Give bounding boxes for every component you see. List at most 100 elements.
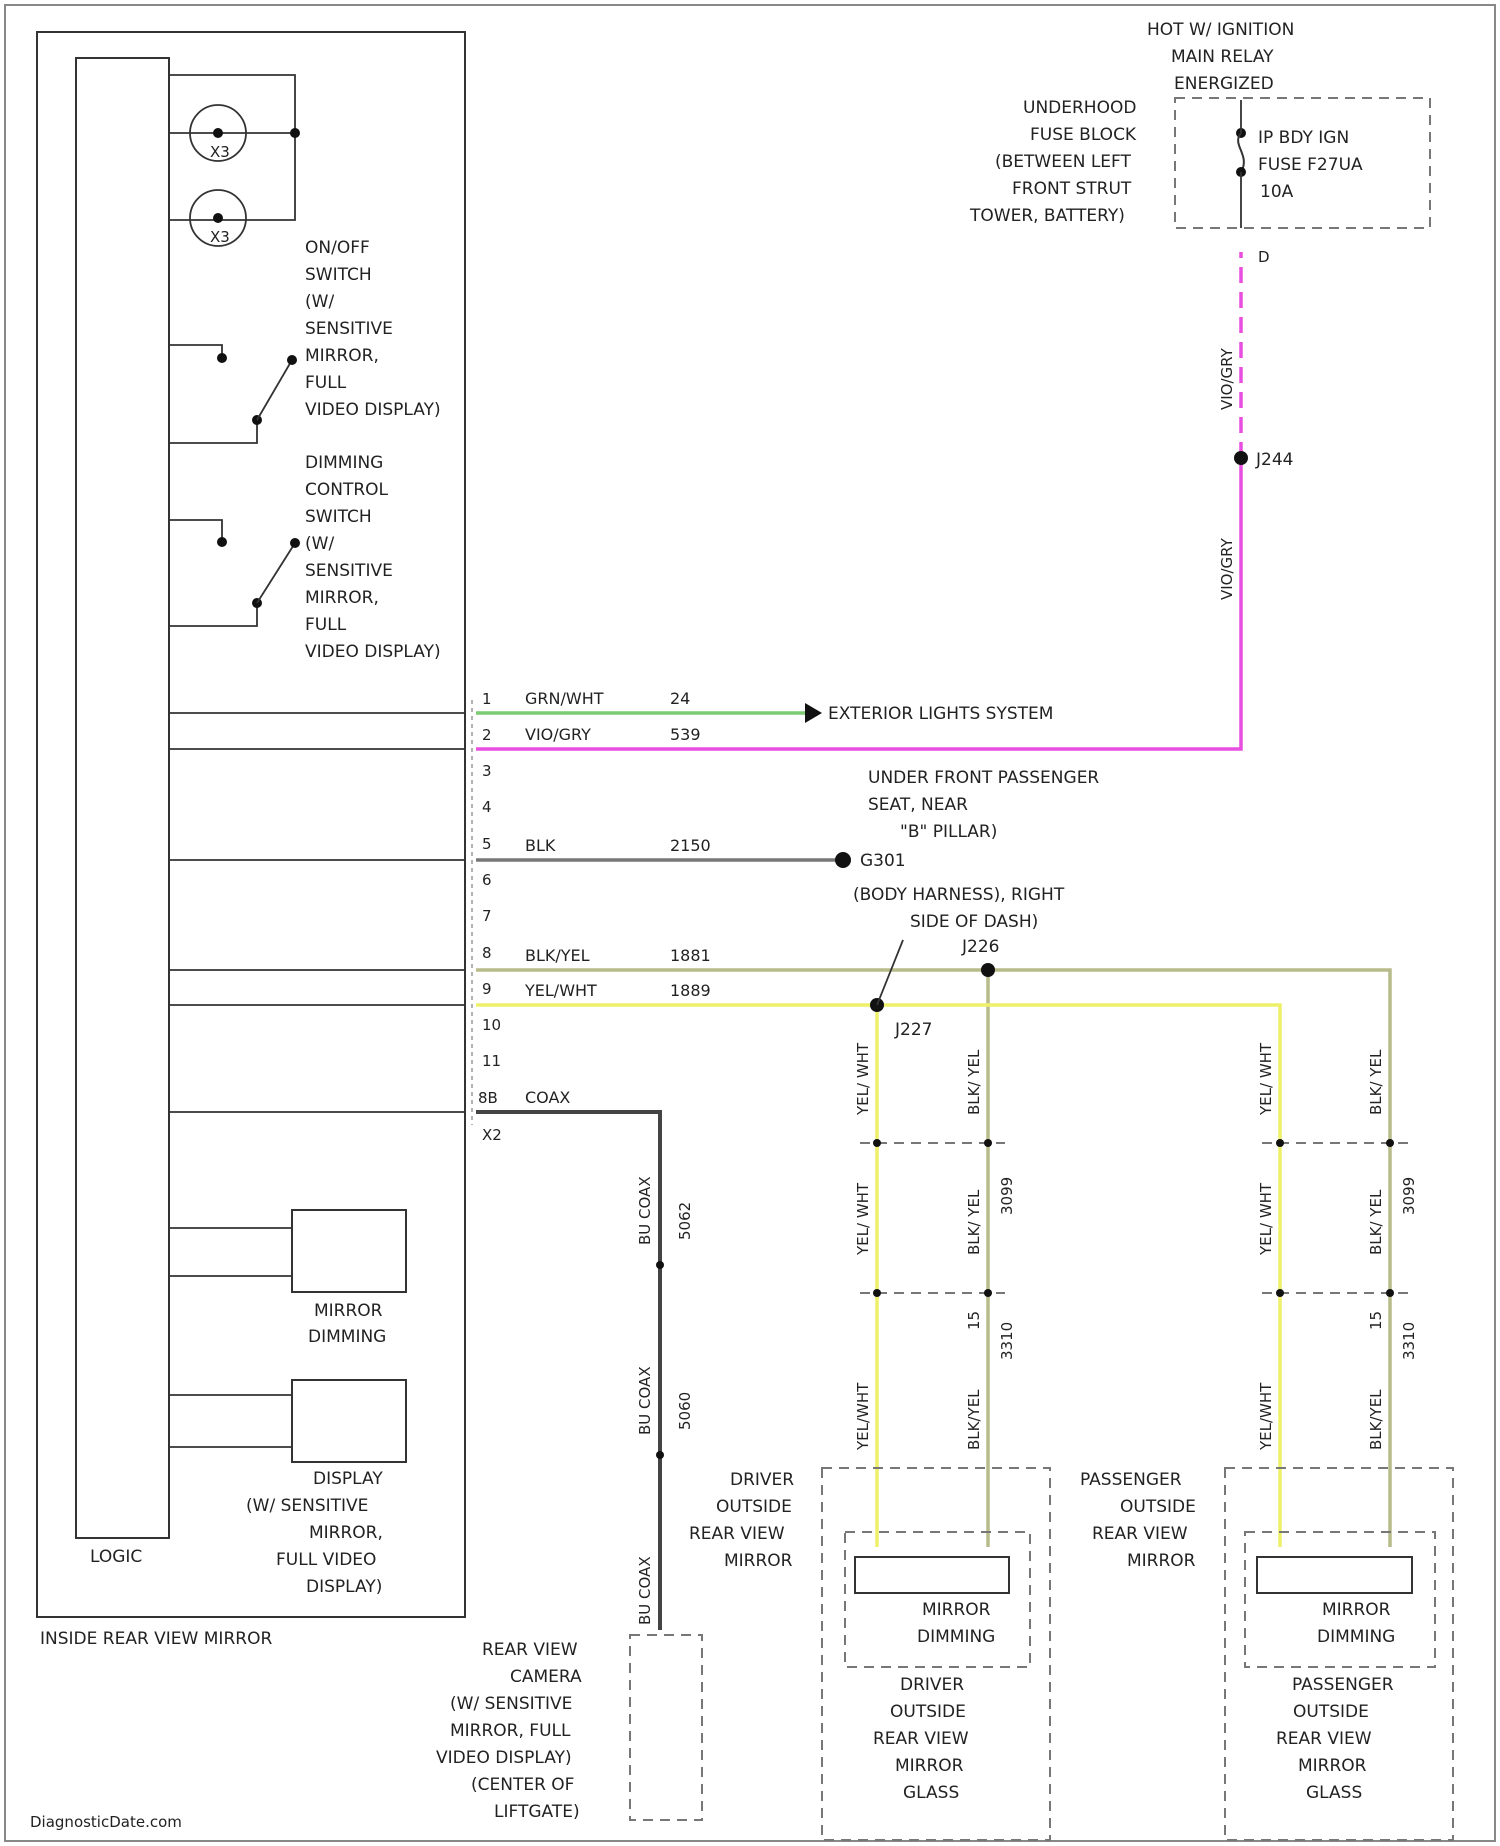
- logic-label: LOGIC: [90, 1547, 142, 1567]
- switch-label-line: ON/OFF: [305, 238, 370, 258]
- arrow-icon: [805, 703, 822, 723]
- wire-circuit-label: 2150: [670, 836, 711, 855]
- dimming-switch: DIMMING CONTROL SWITCH (W/ SENSITIVE MIR…: [169, 453, 441, 662]
- passenger-inner-label: MIRROR: [1322, 1600, 1391, 1620]
- fuse-location: FRONT STRUT: [1012, 179, 1132, 199]
- passenger-glass-label: OUTSIDE: [1293, 1702, 1369, 1722]
- switch-label-line: FULL: [305, 615, 347, 635]
- wire-blk: BLK 2150 G301 UNDER FRONT PASSENGER SEAT…: [476, 768, 1099, 871]
- pin-number: 10: [482, 1016, 501, 1034]
- vertical-wire-label: 3310: [1400, 1322, 1418, 1360]
- fuse-name: 10A: [1260, 182, 1294, 202]
- display-label: DISPLAY): [306, 1577, 382, 1597]
- splice-label: J226: [961, 937, 999, 957]
- display-label: DISPLAY: [313, 1469, 383, 1489]
- driver-glass-label: GLASS: [903, 1783, 959, 1803]
- pin-number: 7: [482, 907, 492, 925]
- logic-box: [76, 58, 169, 1538]
- ground-location: SEAT, NEAR: [868, 795, 968, 815]
- pin-number: 11: [482, 1052, 501, 1070]
- vertical-wire-label: YEL/ WHT: [854, 1182, 872, 1256]
- vertical-wire-label: 15: [1367, 1311, 1385, 1330]
- camera-label: (CENTER OF: [471, 1775, 574, 1795]
- driver-inner-label: MIRROR: [922, 1600, 991, 1620]
- watermark: DiagnosticDate.com: [30, 1813, 182, 1831]
- vertical-wire-label: 5062: [676, 1202, 694, 1240]
- mirror-dimming-block: MIRROR DIMMING: [169, 1210, 406, 1347]
- wire-coax: COAX BU COAX 5062 BU COAX 5060 BU COAX R…: [436, 1088, 702, 1822]
- fuse-location: (BETWEEN LEFT: [995, 152, 1132, 172]
- vertical-wire-label: YEL/WHT: [1257, 1382, 1275, 1451]
- driver-glass-label: MIRROR: [895, 1756, 964, 1776]
- fuse-location: FUSE BLOCK: [1030, 125, 1137, 145]
- pin-number: 4: [482, 798, 492, 816]
- vertical-wire-label: 5060: [676, 1392, 694, 1430]
- exterior-lights-label: EXTERIOR LIGHTS SYSTEM: [828, 704, 1053, 724]
- switch-label-line: (W/: [305, 534, 334, 554]
- vertical-wire-label: 3310: [998, 1322, 1016, 1360]
- switch-label-line: CONTROL: [305, 480, 389, 500]
- driver-mirror-label: OUTSIDE: [716, 1497, 792, 1517]
- wire-color-label: BLK/YEL: [525, 946, 590, 965]
- camera-label: VIDEO DISPLAY): [436, 1748, 572, 1768]
- switch-label-line: (W/: [305, 292, 334, 312]
- passenger-glass-label: GLASS: [1306, 1783, 1362, 1803]
- fuse-block: D HOT W/ IGNITION MAIN RELAY ENERGIZED U…: [969, 20, 1430, 266]
- vertical-wire-label: BLK/ YEL: [1367, 1049, 1385, 1115]
- leg-labels: YEL/ WHT BLK/ YEL YEL/ WHT BLK/ YEL 3099…: [854, 1042, 1418, 1451]
- passenger-mirror-label: MIRROR: [1127, 1551, 1196, 1571]
- vertical-wire-label: BU COAX: [636, 1556, 654, 1625]
- fuse-location: TOWER, BATTERY): [969, 206, 1125, 226]
- vertical-wire-label: BLK/ YEL: [965, 1049, 983, 1115]
- vertical-wire-label: BU COAX: [636, 1176, 654, 1245]
- onoff-switch: ON/OFF SWITCH (W/ SENSITIVE MIRROR, FULL…: [169, 238, 441, 443]
- wire-color-label: VIO/GRY: [525, 725, 591, 744]
- wire-circuit-label: 1881: [670, 946, 711, 965]
- indicator-label: X3: [210, 228, 230, 246]
- vertical-wire-label: BU COAX: [636, 1366, 654, 1435]
- fuse-location: UNDERHOOD: [1023, 98, 1136, 118]
- passenger-inner-label: DIMMING: [1317, 1627, 1395, 1647]
- switch-label-line: SENSITIVE: [305, 319, 393, 339]
- driver-mirror-label: MIRROR: [724, 1551, 793, 1571]
- wire-color-label: YEL/WHT: [524, 981, 597, 1000]
- mirror-dimming-label: MIRROR: [314, 1301, 383, 1321]
- driver-mirror: DRIVER OUTSIDE REAR VIEW MIRROR MIRROR D…: [689, 1468, 1050, 1840]
- switch-label-line: MIRROR,: [305, 346, 379, 366]
- connector-pins: 1 2 3 4 5 6 7 8 9 10 11 8B X2: [472, 690, 502, 1144]
- driver-mirror-label: REAR VIEW: [689, 1524, 785, 1544]
- switch-label-line: VIDEO DISPLAY): [305, 400, 441, 420]
- vertical-wire-label: 3099: [1400, 1177, 1418, 1215]
- driver-glass-label: DRIVER: [900, 1675, 964, 1695]
- driver-glass-label: OUTSIDE: [890, 1702, 966, 1722]
- passenger-glass-label: REAR VIEW: [1276, 1729, 1372, 1749]
- vertical-wire-label: YEL/ WHT: [1257, 1182, 1275, 1256]
- splice-label: J244: [1255, 450, 1293, 470]
- vertical-wire-label: VIO/GRY: [1218, 347, 1236, 410]
- switch-label-line: SWITCH: [305, 265, 372, 285]
- vertical-wire-label: BLK/YEL: [1367, 1389, 1385, 1450]
- switch-label-line: FULL: [305, 373, 347, 393]
- ground-label: G301: [860, 851, 906, 871]
- wire-grn-wht: GRN/WHT 24 EXTERIOR LIGHTS SYSTEM: [476, 689, 1053, 724]
- driver-mirror-label: DRIVER: [730, 1470, 794, 1490]
- relay-title: HOT W/ IGNITION: [1147, 20, 1294, 40]
- passenger-glass-label: MIRROR: [1298, 1756, 1367, 1776]
- pin-number: 6: [482, 871, 492, 889]
- passenger-mirror-label: OUTSIDE: [1120, 1497, 1196, 1517]
- wire-vio-gry: VIO/GRY 539 J244 VIO/GRY VIO/GRY: [476, 252, 1293, 749]
- switch-label-line: SENSITIVE: [305, 561, 393, 581]
- pin-number: 1: [482, 690, 492, 708]
- pin-number: 2: [482, 726, 492, 744]
- vertical-wire-label: 15: [965, 1311, 983, 1330]
- splice-label: J227: [894, 1020, 932, 1040]
- camera-label: (W/ SENSITIVE: [450, 1694, 572, 1714]
- fuse-name: FUSE F27UA: [1258, 155, 1363, 175]
- indicator-label: X3: [210, 143, 230, 161]
- passenger-mirror-label: PASSENGER: [1080, 1470, 1182, 1490]
- mirror-dimming-label: DIMMING: [308, 1327, 386, 1347]
- switch-label-line: SWITCH: [305, 507, 372, 527]
- passenger-mirror-label: REAR VIEW: [1092, 1524, 1188, 1544]
- inline-connectors: [860, 1139, 1410, 1297]
- vertical-wire-label: BLK/ YEL: [965, 1189, 983, 1255]
